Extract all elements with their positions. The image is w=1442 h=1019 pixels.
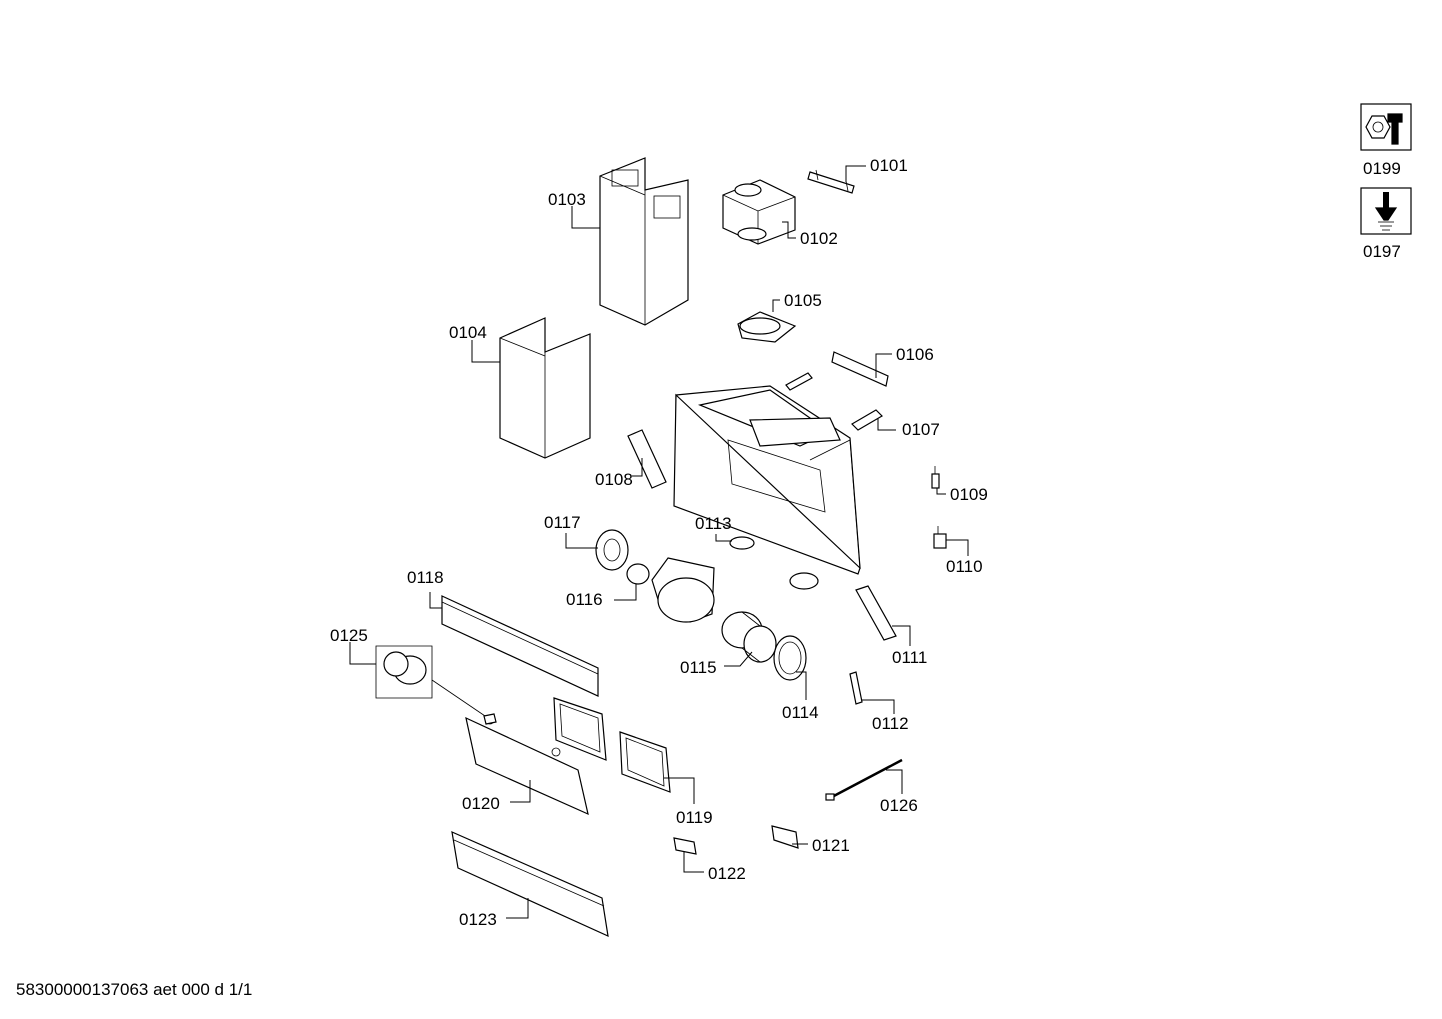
part-0113[interactable]: 0113 — [695, 514, 819, 590]
label-0126: 0126 — [880, 796, 918, 815]
label-0107: 0107 — [902, 420, 940, 439]
screwdriver-icon — [1360, 187, 1412, 235]
label-0101: 0101 — [870, 156, 908, 175]
label-0117: 0117 — [544, 513, 581, 532]
label-0109: 0109 — [950, 485, 988, 504]
wrench-nut-icon — [1360, 103, 1412, 151]
label-0103: 0103 — [548, 190, 586, 209]
part-0119[interactable]: 0119 — [553, 697, 713, 827]
part-0121[interactable]: 0121 — [771, 825, 850, 855]
part-0111[interactable]: 0111 — [855, 585, 927, 667]
part-0108[interactable]: 0108 — [595, 429, 667, 489]
label-0115: 0115 — [680, 658, 717, 677]
label-0113: 0113 — [695, 514, 732, 533]
part-0126[interactable]: 0126 — [825, 758, 918, 815]
part-0107[interactable]: 0107 — [851, 409, 940, 439]
label-0197: 0197 — [1363, 242, 1401, 261]
label-0106: 0106 — [896, 345, 934, 364]
label-0102: 0102 — [800, 229, 838, 248]
label-0108: 0108 — [595, 470, 633, 489]
label-0111: 0111 — [892, 648, 927, 667]
part-0117[interactable]: 0117 — [544, 513, 629, 571]
part-0115[interactable]: 0115 — [680, 611, 777, 677]
part-0105[interactable]: 0105 — [737, 291, 822, 343]
part-0125[interactable]: 0125 — [330, 626, 497, 725]
label-0123: 0123 — [459, 910, 497, 929]
part-0120[interactable]: 0120 — [462, 715, 589, 816]
label-0118: 0118 — [407, 568, 444, 587]
label-0119: 0119 — [676, 808, 713, 827]
document-footer: 58300000137063 aet 000 d 1/1 — [16, 980, 253, 999]
label-0125: 0125 — [330, 626, 368, 645]
label-0121: 0121 — [812, 836, 850, 855]
label-0104: 0104 — [449, 323, 487, 342]
label-0116: 0116 — [566, 590, 603, 609]
part-0106[interactable]: 0106 — [785, 345, 934, 391]
part-0118[interactable]: 0118 — [407, 568, 599, 697]
part-0122[interactable]: 0122 — [673, 837, 746, 883]
label-0122: 0122 — [708, 864, 746, 883]
part-0102[interactable]: 0102 — [722, 179, 838, 248]
part-0104[interactable]: 0104 — [449, 317, 591, 459]
label-0114: 0114 — [782, 703, 819, 722]
part-0123[interactable]: 0123 — [451, 831, 609, 938]
label-0112: 0112 — [872, 714, 909, 733]
label-0199: 0199 — [1363, 159, 1401, 178]
part-0103[interactable]: 0103 — [548, 157, 689, 326]
part-0114[interactable]: 0114 — [773, 635, 819, 722]
hood-body[interactable] — [673, 385, 861, 575]
part-0101[interactable]: 0101 — [807, 156, 908, 194]
part-0109[interactable]: 0109 — [931, 466, 988, 504]
label-0110: 0110 — [946, 557, 983, 576]
part-0112[interactable]: 0112 — [849, 671, 909, 733]
part-0116[interactable]: 0116 — [566, 557, 715, 623]
label-0120: 0120 — [462, 794, 500, 813]
part-0110[interactable]: 0110 — [933, 526, 983, 576]
label-0105: 0105 — [784, 291, 822, 310]
